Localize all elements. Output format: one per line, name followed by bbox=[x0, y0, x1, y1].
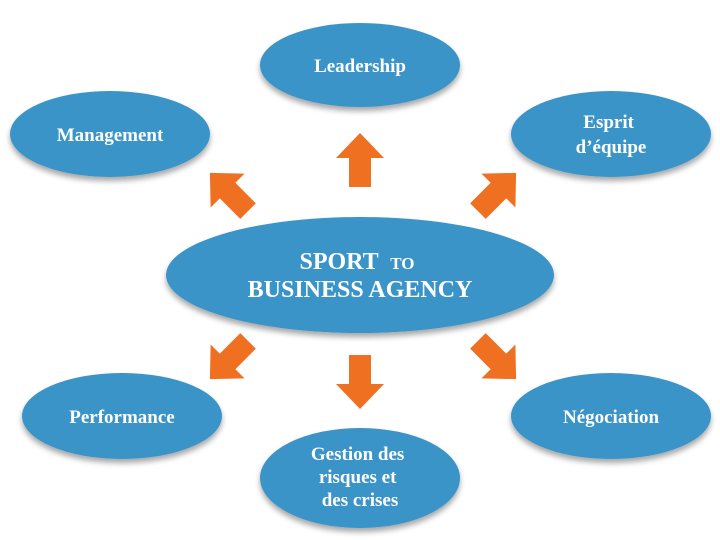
node-negociation: Négociation bbox=[511, 373, 711, 459]
arrow-down-right-icon bbox=[470, 333, 517, 380]
node-performance-label: Performance bbox=[69, 407, 175, 428]
arrow-up-icon bbox=[336, 133, 384, 187]
node-negociation-label: Négociation bbox=[563, 407, 659, 428]
center-title: SPORT TO BUSINESS AGENCY bbox=[248, 249, 473, 303]
node-gestion-risques-crises: Gestion des risques et des crises bbox=[260, 428, 460, 528]
arrow-up-left-icon bbox=[209, 172, 256, 219]
node-management: Management bbox=[10, 91, 210, 177]
node-esprit-equipe-label: Esprit d’équipe bbox=[576, 112, 647, 158]
node-performance: Performance bbox=[22, 373, 222, 459]
center-title-to: TO bbox=[390, 254, 414, 273]
arrow-down-left-icon bbox=[209, 333, 256, 380]
center-title-line2: BUSINESS AGENCY bbox=[248, 277, 473, 303]
arrow-down-icon bbox=[336, 355, 384, 409]
arrow-up-right-icon bbox=[470, 172, 517, 219]
center-node: SPORT TO BUSINESS AGENCY bbox=[166, 217, 554, 333]
node-management-label: Management bbox=[57, 125, 164, 146]
node-esprit-equipe: Esprit d’équipe bbox=[511, 91, 711, 177]
node-gestion-label: Gestion des risques et des crises bbox=[311, 444, 409, 511]
node-leadership-label: Leadership bbox=[314, 56, 406, 77]
node-leadership: Leadership bbox=[260, 23, 460, 107]
center-title-sport: SPORT bbox=[299, 249, 378, 275]
